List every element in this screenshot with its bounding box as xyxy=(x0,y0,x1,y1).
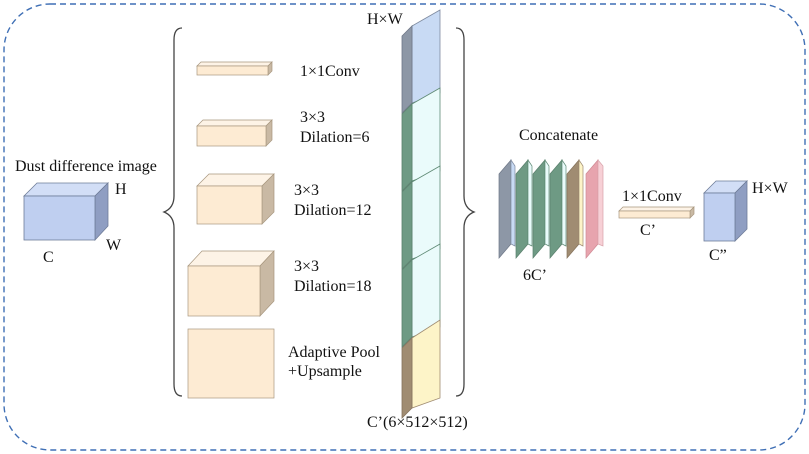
branch-5-label-line1: Adaptive Pool xyxy=(288,344,380,361)
branch-3-label-line1: 3×3 xyxy=(294,182,320,199)
module-frame xyxy=(3,3,806,451)
concat-slab-1 xyxy=(498,158,516,259)
feature-map-5 xyxy=(401,319,441,419)
concat-slab-3 xyxy=(532,158,550,259)
input-cube xyxy=(23,182,109,242)
branch-dilation6-block xyxy=(196,119,273,147)
output-cube xyxy=(703,180,748,242)
concat-slab-5 xyxy=(566,158,584,259)
branch-2-label-line2: Dilation=6 xyxy=(300,129,370,146)
final-conv-label: 1×1Conv xyxy=(622,188,682,205)
branch-5-label-line2: +Upsample xyxy=(288,363,362,380)
branch-4-label-line1: 3×3 xyxy=(294,258,320,275)
branch-4-label-line2: Dilation=18 xyxy=(294,278,372,295)
feature-map-4 xyxy=(401,243,441,348)
input-title: Dust difference image xyxy=(15,158,157,175)
feature-map-size-label: H×W xyxy=(367,11,403,28)
left-brace xyxy=(162,27,183,397)
concat-slab-6 xyxy=(585,159,604,259)
branch-dilation12-block xyxy=(196,173,275,225)
final-conv-block xyxy=(618,206,695,219)
feature-map-1 xyxy=(401,9,441,114)
input-dim-w: W xyxy=(106,237,122,254)
output-channel-label: C” xyxy=(709,247,727,264)
branch-3-label-line2: Dilation=12 xyxy=(294,202,372,219)
output-size-label: H×W xyxy=(752,180,788,197)
feature-map-channel-label: C’(6×512×512) xyxy=(367,414,468,431)
final-conv-channel-label: C’ xyxy=(640,222,656,239)
branch-2-label-line1: 3×3 xyxy=(300,109,326,126)
concat-stack xyxy=(498,158,604,259)
input-dim-h: H xyxy=(115,181,127,198)
concat-slab-2 xyxy=(515,158,533,259)
branch-pool-block xyxy=(187,328,275,399)
input-dim-c: C xyxy=(43,249,54,266)
branch-1-label: 1×1Conv xyxy=(300,63,360,80)
feature-map-2 xyxy=(401,87,441,192)
concat-channel-label: 6C’ xyxy=(523,267,547,284)
concat-title: Concatenate xyxy=(519,127,599,144)
branch-dilation18-block xyxy=(187,250,275,317)
branch-conv1x1-block xyxy=(196,61,273,76)
right-brace xyxy=(455,27,476,397)
concat-slab-4 xyxy=(549,158,567,259)
